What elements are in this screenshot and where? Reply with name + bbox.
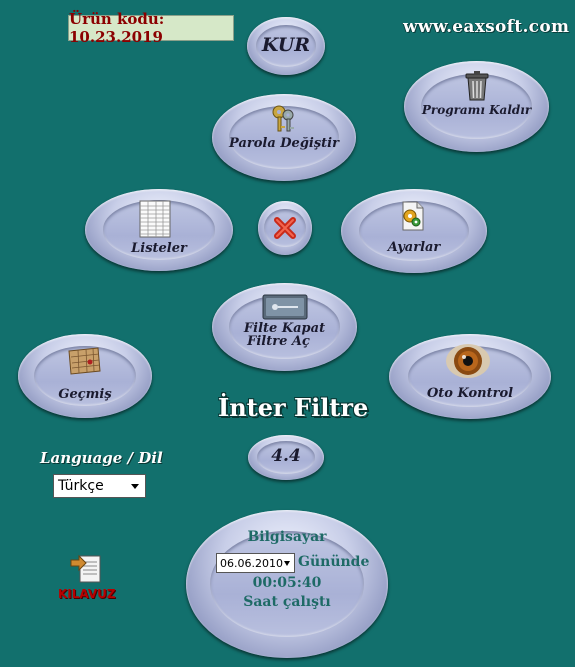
install-label: KUR — [261, 34, 311, 56]
uptime-panel: Bilgisayar 06.06.2010 Gününde 00:05:40 S… — [186, 510, 388, 658]
uninstall-button[interactable]: Programı Kaldır — [404, 61, 549, 152]
version-badge: 4.4 — [248, 435, 324, 480]
filter-switch-icon — [262, 294, 308, 324]
uptime-day-label: Gününde — [298, 554, 370, 570]
trash-icon — [465, 71, 489, 105]
auto-control-label: Oto Kontrol — [426, 386, 514, 401]
filter-open-label: Filtre Aç — [247, 334, 310, 349]
eye-icon — [445, 343, 491, 383]
version-label: 4.4 — [271, 446, 301, 466]
manual-icon[interactable] — [70, 552, 104, 590]
date-value: 06.06.2010 — [220, 556, 283, 570]
app-title: İnter Filtre — [218, 393, 369, 422]
close-icon — [273, 216, 297, 244]
website-link[interactable]: www.eaxsoft.com — [403, 17, 570, 37]
spreadsheet-icon — [139, 200, 171, 242]
language-select[interactable]: Türkçe — [53, 474, 146, 498]
history-button[interactable]: Geçmiş — [18, 334, 152, 418]
manual-label[interactable]: KILAVUZ — [58, 587, 116, 601]
close-button[interactable] — [258, 201, 312, 255]
product-code-label: Ürün kodu: 10.23.2019 — [68, 10, 234, 46]
lists-button[interactable]: Listeler — [85, 189, 233, 271]
uptime-hours-label: Saat çalıştı — [243, 594, 331, 610]
history-label: Geçmiş — [58, 387, 112, 402]
settings-button[interactable]: Ayarlar — [341, 189, 487, 273]
calendar-icon — [66, 346, 102, 380]
settings-icon — [399, 201, 425, 235]
change-password-button[interactable]: Parola Değiştir — [212, 94, 356, 181]
uninstall-label: Programı Kaldır — [421, 103, 532, 117]
install-button[interactable]: KUR — [247, 17, 325, 75]
filter-toggle-button[interactable]: Filte Kapat Filtre Aç — [212, 283, 357, 371]
filter-close-label: Filte Kapat — [243, 321, 326, 336]
lists-label: Listeler — [131, 241, 187, 256]
language-selected-value: Türkçe — [58, 478, 104, 494]
uptime-time-value: 00:05:40 — [252, 575, 322, 591]
chevron-down-icon — [131, 484, 139, 489]
settings-label: Ayarlar — [387, 240, 441, 255]
auto-control-button[interactable]: Oto Kontrol — [389, 334, 551, 419]
change-password-label: Parola Değiştir — [229, 136, 339, 151]
keys-icon — [270, 104, 298, 138]
chevron-down-icon — [284, 561, 290, 566]
uptime-computer-label: Bilgisayar — [247, 529, 327, 545]
language-label: Language / Dil — [40, 449, 163, 467]
date-select[interactable]: 06.06.2010 — [216, 553, 295, 573]
